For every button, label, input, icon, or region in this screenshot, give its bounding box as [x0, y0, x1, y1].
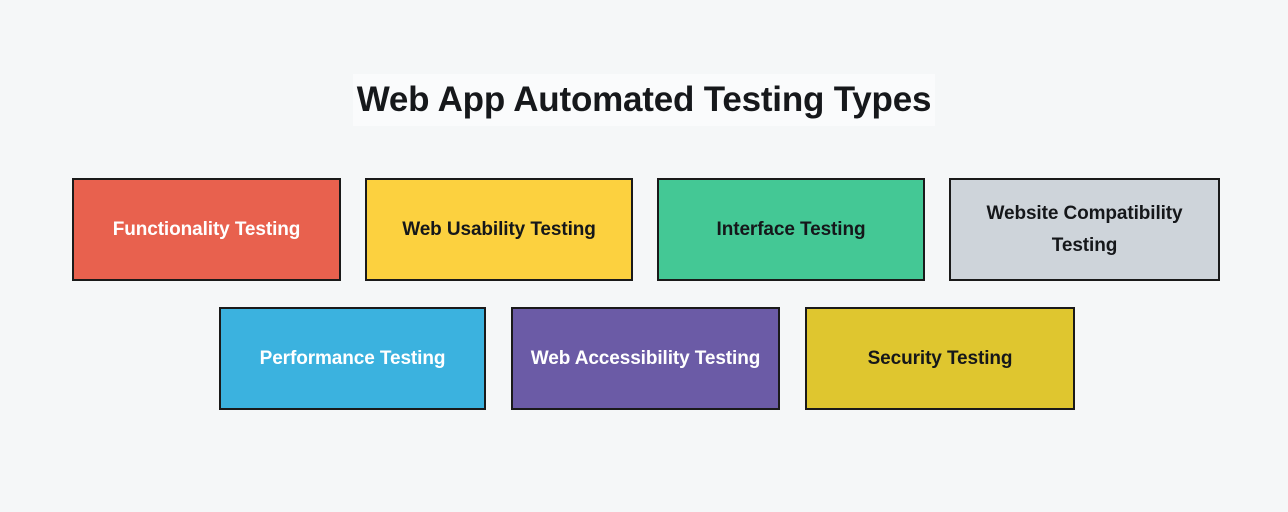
card-label-security-testing: Security Testing — [867, 347, 1013, 369]
card-label-functionality-testing: Functionality Testing — [112, 218, 301, 240]
title-container: Web App Automated Testing Types — [0, 74, 1288, 126]
card-label-performance-testing: Performance Testing — [259, 347, 446, 369]
card-web-accessibility-testing[interactable]: Web Accessibility Testing — [511, 307, 780, 410]
testing-types-row-2: Performance Testing Web Accessibility Te… — [219, 307, 1075, 410]
card-website-compatibility-testing[interactable]: Website Compatibility Testing — [949, 178, 1220, 281]
card-label-web-usability-testing: Web Usability Testing — [402, 218, 596, 240]
card-label-web-accessibility-testing: Web Accessibility Testing — [530, 347, 761, 369]
card-functionality-testing[interactable]: Functionality Testing — [72, 178, 341, 281]
testing-types-row-1: Functionality Testing Web Usability Test… — [72, 178, 1220, 281]
card-label-interface-testing: Interface Testing — [716, 218, 866, 240]
card-performance-testing[interactable]: Performance Testing — [219, 307, 486, 410]
card-label-website-compatibility-testing: Website Compatibility Testing — [986, 202, 1183, 256]
card-security-testing[interactable]: Security Testing — [805, 307, 1075, 410]
card-web-usability-testing[interactable]: Web Usability Testing — [365, 178, 633, 281]
card-interface-testing[interactable]: Interface Testing — [657, 178, 925, 281]
page-title: Web App Automated Testing Types — [352, 74, 936, 126]
